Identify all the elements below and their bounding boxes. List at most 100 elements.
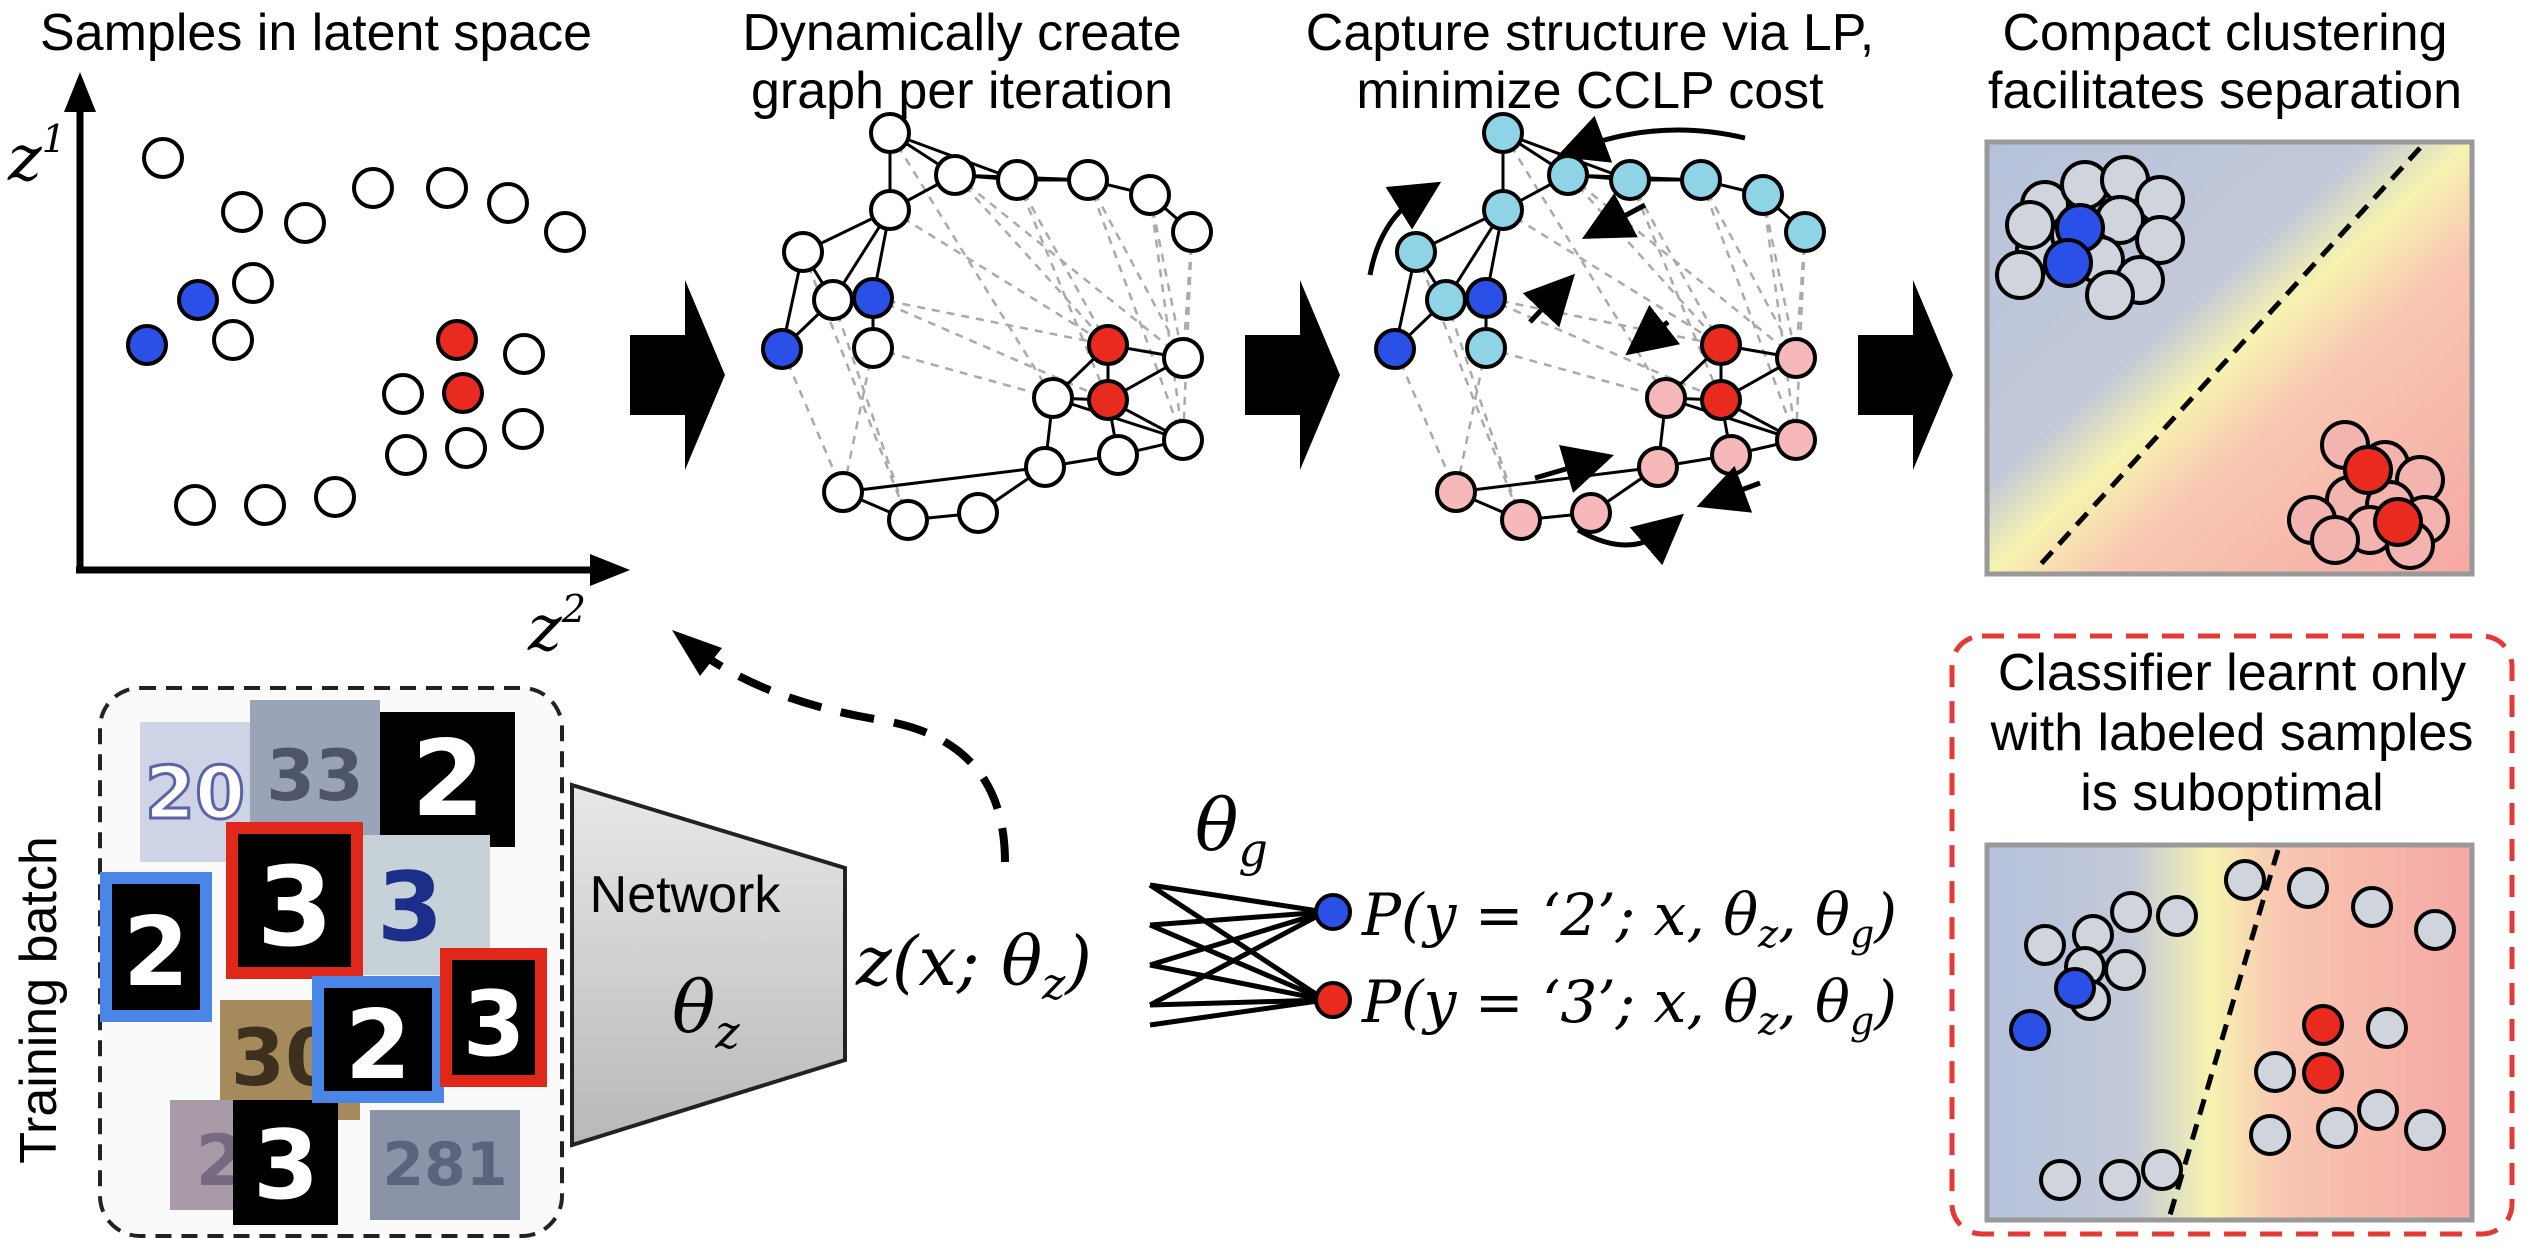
similarity-edge-strong <box>1665 396 1797 442</box>
similarity-edge-weak <box>1761 194 1798 359</box>
propagated-sample-class-3 <box>1500 499 1542 541</box>
similarity-edge-weak <box>1761 194 1798 441</box>
similarity-edge-weak <box>1086 179 1185 359</box>
mnist-tile <box>380 712 515 847</box>
y-axis-label: z1 <box>7 117 66 196</box>
propagated-sample-class-2 <box>1465 327 1507 369</box>
mnist-digit: 3 <box>463 972 526 1077</box>
training-batch-label: Training batch <box>10 836 68 1164</box>
propagated-sample-class-3 <box>1637 446 1679 488</box>
unlabeled-sample <box>212 319 254 361</box>
unlabeled-sample <box>869 189 911 231</box>
unlabeled-sample <box>2414 909 2456 951</box>
labeled-sample-class-2 <box>2009 1009 2051 1051</box>
similarity-edge-weak <box>888 132 1055 399</box>
similarity-edge-weak <box>872 296 1109 347</box>
output-prob-2: P(y = ‘2’; x, θz, θg) <box>1361 881 1897 956</box>
weight-edge <box>1149 997 1326 1008</box>
weight-edge <box>1148 882 1327 1003</box>
labeled-sample-class-3 <box>1700 379 1742 421</box>
unlabeled-sample <box>314 476 356 518</box>
mnist-digit: 2 <box>411 718 484 840</box>
unlabeled-sample <box>1097 434 1139 476</box>
unlabeled-sample <box>2156 895 2198 937</box>
similarity-edge-weak <box>1485 346 1667 400</box>
clustered-samples <box>1995 155 2450 570</box>
panel5-title-line3: is suboptimal <box>2080 764 2383 822</box>
unlabeled-sample <box>426 167 468 209</box>
step-arrow-2 <box>1245 280 1340 470</box>
flow-arrow-a <box>1581 193 1647 239</box>
latent-samples <box>126 137 586 526</box>
decision-boundary-2 <box>2167 849 2281 1216</box>
propagated-sample-class-2 <box>1680 159 1722 201</box>
similarity-edge-weak <box>1502 208 1722 347</box>
unlabeled-sample <box>2024 924 2066 966</box>
output-node-class-2 <box>1314 893 1352 931</box>
unlabeled-sample <box>822 471 864 513</box>
similarity-edge-weak <box>954 174 1184 359</box>
panel2-title-line2: graph per iteration <box>751 62 1173 120</box>
panel4-title-line2: facilitates separation <box>1988 62 2462 120</box>
unlabeled-sample <box>244 484 286 526</box>
labeled-sample-class-2 <box>761 328 803 370</box>
similarity-edge-weak <box>1699 179 1798 441</box>
panel1-title: Samples in latent space <box>40 4 592 62</box>
propagated-sample-class-2 <box>1395 231 1437 273</box>
dashed-box <box>1949 633 2515 1237</box>
unlabeled-sample <box>352 167 394 209</box>
similarity-edge-weak <box>889 208 1109 347</box>
decision-boundary-1 <box>2038 146 2422 567</box>
unlabeled-sample <box>1995 250 2045 300</box>
mnist-digit: 3 <box>257 843 334 971</box>
unlabeled-sample <box>2404 1109 2446 1151</box>
labeled-sample-class-3 <box>2302 1004 2344 1046</box>
unlabeled-sample <box>2254 1051 2296 1093</box>
labeled-sample-class-2 <box>126 324 168 366</box>
similarity-edge-weak <box>1628 179 1723 401</box>
weight-edge <box>1149 922 1326 1003</box>
svhn-digit: 3 <box>377 853 443 963</box>
propagated-sample-class-3 <box>1775 337 1817 379</box>
labeled-sample-class-3 <box>1087 379 1129 421</box>
unlabeled-sample <box>934 154 976 196</box>
network-block <box>570 782 847 1148</box>
similarity-edge-weak <box>1148 194 1185 359</box>
panel-label-propagation: Capture structure via LP, minimize CCLP … <box>1306 4 1874 566</box>
flow-arrow-left <box>1367 181 1442 276</box>
similarity-edge-weak <box>1794 231 1807 441</box>
similarity-edge-weak <box>1454 347 1488 493</box>
labeled-sample-class-2 <box>1374 328 1416 370</box>
panel5-title-line2: with labeled samples <box>1990 704 2474 762</box>
weight-edge <box>1149 882 1326 915</box>
flow-arrow-d <box>1534 444 1615 493</box>
propagation-arrows <box>1367 115 1761 566</box>
y-axis-arrowhead <box>64 72 96 112</box>
unlabeled-sample <box>142 137 184 179</box>
network-param: θz <box>672 965 740 1059</box>
lp-graph-nodes <box>1374 112 1826 541</box>
unlabeled-sample <box>2110 891 2152 933</box>
unlabeled-sample <box>2099 1159 2141 1201</box>
labeled-sample-class-3 <box>442 372 484 414</box>
step-arrow-3 <box>1858 280 1953 470</box>
unlabeled-sample <box>2224 859 2266 901</box>
labeled-sample-class-2 <box>1465 277 1507 319</box>
unlabeled-sample <box>503 333 545 375</box>
unlabeled-sample <box>782 231 824 273</box>
unlabeled-sample <box>2141 1149 2183 1191</box>
weight-edge <box>1148 909 1327 1008</box>
unlabeled-sample <box>852 327 894 369</box>
labeled-sample-class-2 <box>177 279 219 321</box>
labeled-sample-class-2 <box>2054 967 2096 1009</box>
propagated-sample-class-3 <box>1435 471 1477 513</box>
unlabeled-sample <box>1129 174 1171 216</box>
similarity-edge-weak <box>841 347 875 493</box>
panel-latent-space: Samples in latent space z1 z2 <box>7 4 630 666</box>
panel-graph: Dynamically create graph per iteration <box>742 4 1213 541</box>
propagated-sample-class-2 <box>1547 154 1589 196</box>
unlabeled-sample <box>2005 200 2055 250</box>
similarity-edge-strong <box>842 465 1046 494</box>
unlabeled-sample <box>2351 886 2393 928</box>
labeled-tile-blue <box>100 872 212 1022</box>
